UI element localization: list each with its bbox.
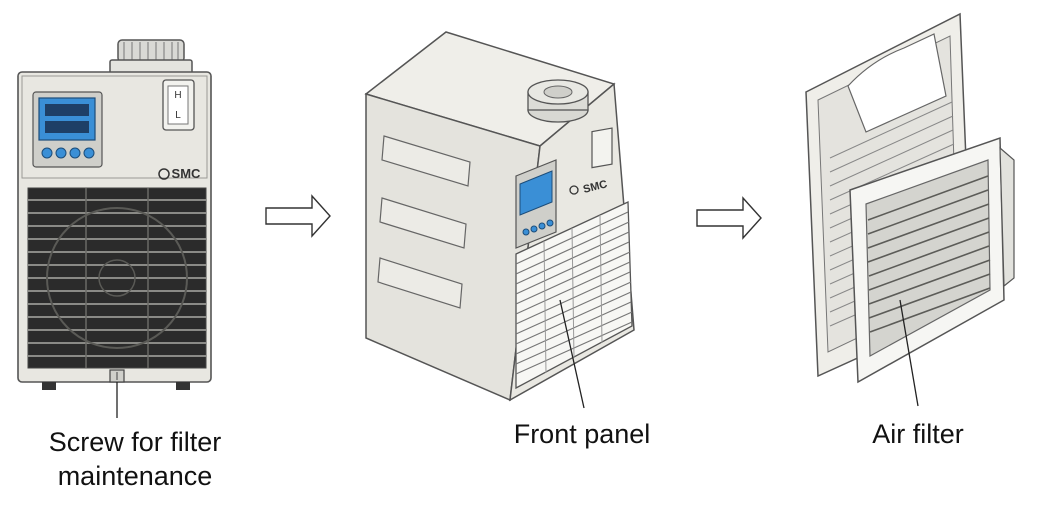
panel-view-chiller: SMC <box>364 31 635 409</box>
foot <box>42 382 56 390</box>
brand-logo: SMC <box>158 166 202 181</box>
level-gauge: H L <box>162 79 195 131</box>
brand-logo: SMC <box>569 178 609 196</box>
control-panel <box>32 91 103 168</box>
air-filter-label: Air filter <box>872 419 964 449</box>
fan <box>46 207 188 349</box>
screw-label-line1: Screw for filter <box>48 427 222 457</box>
front-panel-label: Front panel <box>513 419 651 449</box>
level-high-label: H <box>174 90 181 101</box>
screw-label: Screw for filter maintenance <box>20 425 250 493</box>
tank-cap <box>527 79 589 123</box>
front-grille <box>27 187 207 369</box>
svg-text:SMC: SMC <box>582 178 609 196</box>
arrow-right-icon <box>696 196 762 240</box>
filter-screw <box>109 369 125 383</box>
arrow-right-icon <box>265 194 331 238</box>
front-panel-leader-line <box>559 299 585 409</box>
screw-label-line2: maintenance <box>57 461 213 491</box>
svg-text:SMC: SMC <box>172 166 202 181</box>
foot <box>176 382 190 390</box>
air-filter-mesh <box>867 175 991 333</box>
front-view-chiller: H L SMC <box>17 39 212 418</box>
air-filter-leader-line <box>899 299 919 407</box>
control-panel <box>515 159 557 249</box>
level-low-label: L <box>175 110 181 121</box>
level-gauge <box>591 127 613 169</box>
side-slots <box>377 135 471 309</box>
front-panel-grille <box>515 200 633 390</box>
open-view-panel <box>805 12 1015 407</box>
tank-cap <box>109 39 193 75</box>
display-screen <box>519 170 553 216</box>
